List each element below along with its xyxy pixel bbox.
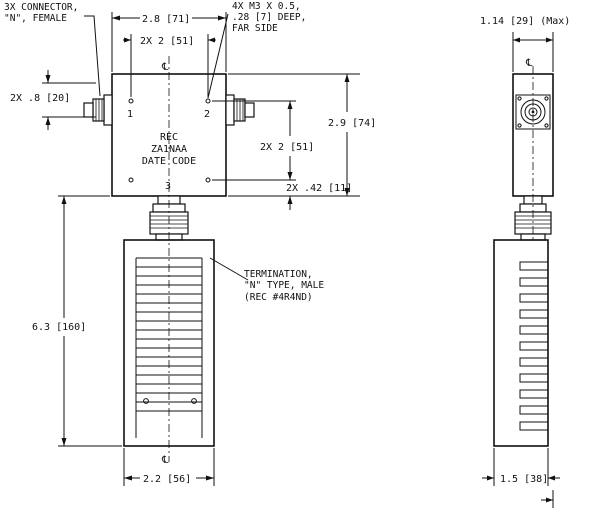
- callout-termination-line3: (REC #4R4ND): [244, 292, 313, 303]
- mounting-hole: [128, 177, 134, 183]
- body-label-line2: ZA1NAA: [151, 144, 187, 155]
- port-label-2: 2: [204, 109, 210, 120]
- side-heatsink-fin: [519, 277, 548, 287]
- dim-depth-max: 1.14 [29] (Max): [480, 16, 570, 27]
- mounting-hole: [205, 98, 211, 104]
- callout-holes-line3: FAR SIDE: [232, 23, 278, 34]
- side-heatsink-fin: [519, 293, 548, 303]
- termination-screw: [143, 398, 149, 404]
- connector-port-1: [83, 94, 113, 126]
- centerline-symbol-side: ℄: [525, 58, 533, 69]
- front-dimensions: 2.8 [71] 2X 2 [51] 3X CONNECTOR, "N", FE…: [4, 1, 376, 486]
- callout-connector-line2: "N", FEMALE: [4, 13, 67, 24]
- side-heatsink-fin: [519, 421, 548, 431]
- side-heatsink-fin: [519, 405, 548, 415]
- dim-hole-spacing-side: 2X 2 [51]: [260, 142, 314, 153]
- side-heatsink-fin: [519, 389, 548, 399]
- callout-holes-line1: 4X M3 X 0.5,: [232, 1, 301, 12]
- side-termination-body: [493, 239, 549, 447]
- side-heatsink-fin: [519, 261, 548, 271]
- side-heatsink-fin: [519, 341, 548, 351]
- side-view: ℄: [493, 58, 554, 447]
- callout-termination-line2: "N" TYPE, MALE: [244, 280, 324, 291]
- front-view: 1 2 3 REC ZA1NAA DATE CODE ℄ ℄: [83, 56, 255, 466]
- side-heatsink-fin: [519, 373, 548, 383]
- side-heatsink-fin: [519, 325, 548, 335]
- side-heatsink-fin: [519, 357, 548, 367]
- side-dimensions: 1.14 [29] (Max) 1.5 [38]: [480, 16, 570, 508]
- side-heatsink-fin: [519, 309, 548, 319]
- dim-width-top: 2.8 [71]: [142, 14, 190, 25]
- port-label-1: 1: [127, 109, 133, 120]
- termination-screw: [191, 398, 197, 404]
- centerline-symbol-bottom: ℄: [161, 455, 169, 466]
- mounting-hole: [205, 177, 211, 183]
- dim-hole-spacing-top: 2X 2 [51]: [140, 36, 194, 47]
- callout-connector-line1: 3X CONNECTOR,: [4, 2, 78, 13]
- dim-height-right: 2.9 [74]: [328, 118, 376, 129]
- dim-connector-offset: 2X .8 [20]: [10, 93, 70, 104]
- centerline-symbol: ℄: [161, 62, 169, 73]
- side-heatsink-fins: [519, 261, 548, 431]
- dim-termination-length: 6.3 [160]: [32, 322, 86, 333]
- dim-hole-offset-bottom: 2X .42 [11]: [286, 183, 352, 194]
- dim-termination-depth: 1.5 [38]: [500, 474, 548, 485]
- mounting-hole: [128, 98, 134, 104]
- port-label-3: 3: [165, 181, 171, 192]
- body-label-line3: DATE CODE: [142, 156, 196, 167]
- callout-holes-line2: .28 [7] DEEP,: [232, 12, 306, 23]
- connector-port-2: [225, 94, 255, 126]
- dim-termination-width: 2.2 [56]: [143, 474, 191, 485]
- callout-termination-line1: TERMINATION,: [244, 269, 313, 280]
